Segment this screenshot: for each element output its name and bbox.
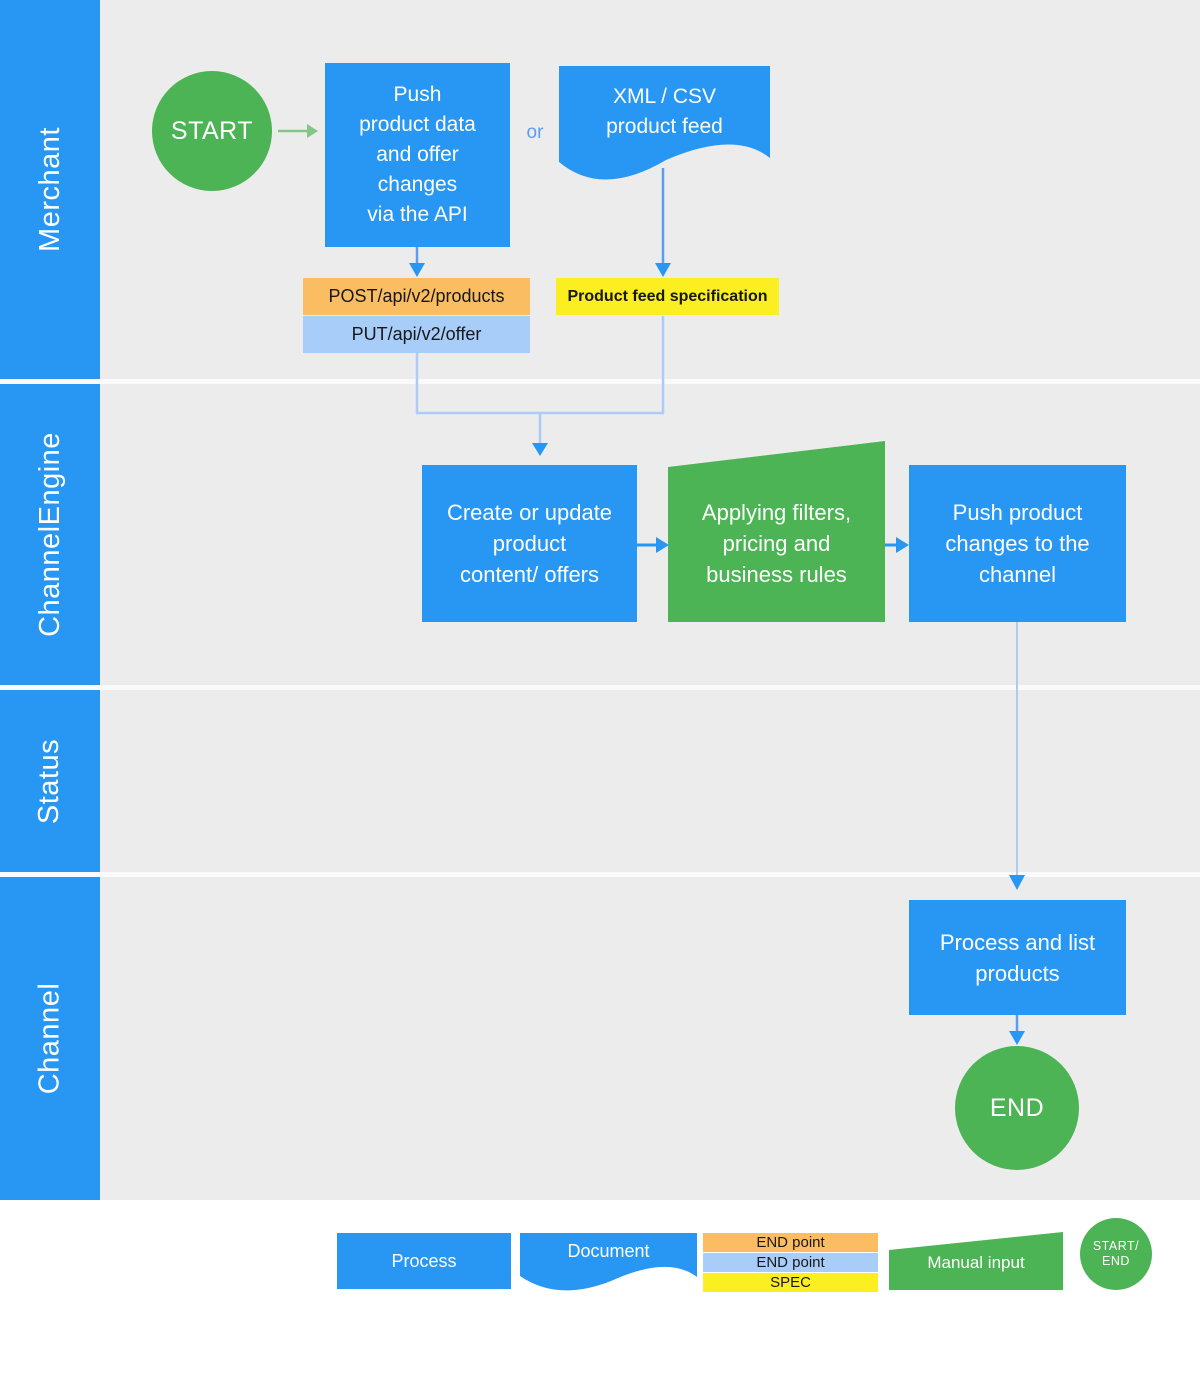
lane-header-channelengine: ChannelEngine bbox=[0, 384, 100, 685]
legend-endpoint-orange-bar: END point bbox=[703, 1233, 878, 1252]
apply-filters-label: Applying filters, pricing and business r… bbox=[701, 499, 852, 587]
legend-document-label: Document bbox=[567, 1240, 650, 1261]
legend-spec-bar: SPEC bbox=[703, 1273, 878, 1292]
feed-document-label: XML / CSV product feed bbox=[606, 85, 723, 138]
manual-input-shape-filters bbox=[668, 441, 885, 622]
push-api-process-box: Push product data and offer changes via … bbox=[325, 63, 510, 247]
or-label: or bbox=[526, 122, 544, 143]
endpoint-post-bar: POST/api/v2/products bbox=[303, 278, 530, 315]
arrow-pushchannel-to-process bbox=[1009, 622, 1025, 890]
arrow-process-to-end bbox=[1009, 1015, 1025, 1045]
arrow-filters-to-pushchannel bbox=[885, 537, 909, 553]
lane-header-status: Status bbox=[0, 690, 100, 872]
legend-endpoint-blue-bar: END point bbox=[703, 1253, 878, 1272]
legend-manual-input-shape bbox=[889, 1232, 1063, 1290]
arrow-doc-to-spec bbox=[655, 168, 671, 277]
arrow-push-to-endpoints bbox=[409, 247, 425, 277]
start-node: START bbox=[152, 71, 272, 191]
legend-startend-node: START/ END bbox=[1080, 1218, 1152, 1290]
end-node: END bbox=[955, 1046, 1079, 1170]
legend-document-shape bbox=[520, 1233, 697, 1291]
lane-header-merchant: Merchant bbox=[0, 0, 100, 379]
end-label: END bbox=[989, 1093, 1045, 1122]
document-shape-feed bbox=[559, 66, 770, 180]
process-list-box: Process and list products bbox=[909, 900, 1126, 1015]
legend-manual-input-label: Manual input bbox=[927, 1253, 1025, 1272]
legend-process-box: Process bbox=[337, 1233, 511, 1289]
arrow-create-to-filters bbox=[637, 537, 669, 553]
lane-divider bbox=[0, 872, 1200, 877]
lane-divider bbox=[0, 379, 1200, 384]
create-update-process-box: Create or update product content/ offers bbox=[422, 465, 637, 622]
push-channel-process-box: Push product changes to the channel bbox=[909, 465, 1126, 622]
lane-divider bbox=[0, 685, 1200, 690]
lane-header-channel: Channel bbox=[0, 877, 100, 1200]
endpoint-put-bar: PUT/api/v2/offer bbox=[303, 316, 530, 353]
arrow-start-to-push bbox=[278, 124, 318, 138]
connector-merge bbox=[415, 316, 665, 456]
feed-spec-bar: Product feed specification bbox=[556, 278, 779, 315]
push-api-label: Push product data and offer changes via … bbox=[359, 83, 476, 226]
start-label: START bbox=[170, 116, 254, 145]
